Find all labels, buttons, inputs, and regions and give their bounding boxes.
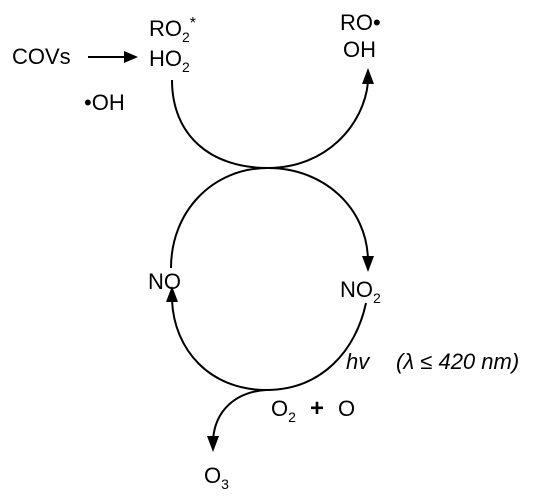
left-upper-arc — [170, 167, 269, 269]
upper-arc-arrow-head — [362, 68, 374, 84]
covs-arrow-head — [124, 51, 138, 63]
left-arc-arrow-head — [166, 286, 178, 302]
hydroxyl-radical-label: •OH — [84, 90, 125, 115]
right-lower-arc — [265, 302, 367, 391]
left-lower-arc — [171, 299, 267, 391]
o2-label: O2 — [271, 396, 296, 425]
oh-label: OH — [343, 37, 376, 62]
no2-label: NO2 — [340, 277, 381, 306]
o3-label: O3 — [204, 463, 229, 492]
no-label: NO — [148, 269, 181, 294]
ho2-label: HO2 — [149, 46, 190, 75]
upper-cycle-arc — [171, 79, 369, 170]
plus-sign: + — [310, 395, 324, 422]
right-arc-arrow-head — [362, 256, 374, 272]
o3-arrow-head — [207, 436, 219, 452]
right-upper-arc — [267, 167, 369, 261]
hv-label: hv — [346, 349, 371, 374]
o3-branch-arc — [212, 389, 267, 441]
ro-radical-label: RO• — [340, 10, 381, 35]
ro2-radical-label: RO2* — [149, 15, 196, 45]
wavelength-label: (λ ≤ 420 nm) — [396, 349, 519, 374]
oxygen-atom-label: O — [338, 396, 355, 421]
covs-label: COVs — [12, 44, 71, 69]
